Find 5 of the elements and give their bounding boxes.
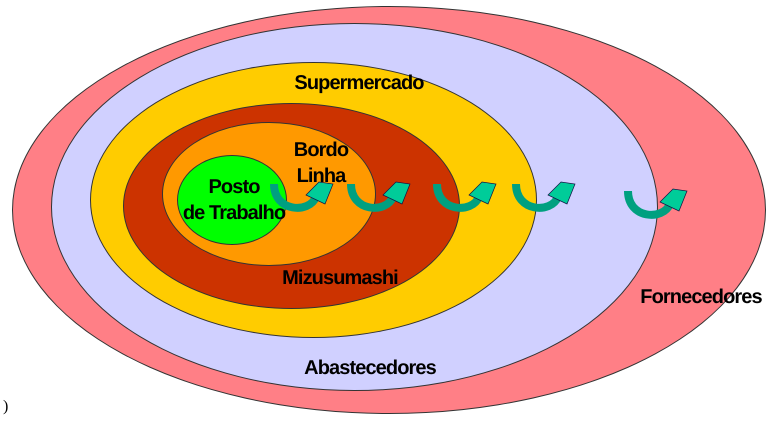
note-text: ): [3, 398, 8, 416]
zone-label: Mizusumashi: [282, 266, 398, 291]
zone-label: Abastecedores: [304, 356, 436, 381]
zone-label: Bordo Linha: [294, 138, 348, 189]
zone-label: Supermercado: [294, 71, 424, 96]
